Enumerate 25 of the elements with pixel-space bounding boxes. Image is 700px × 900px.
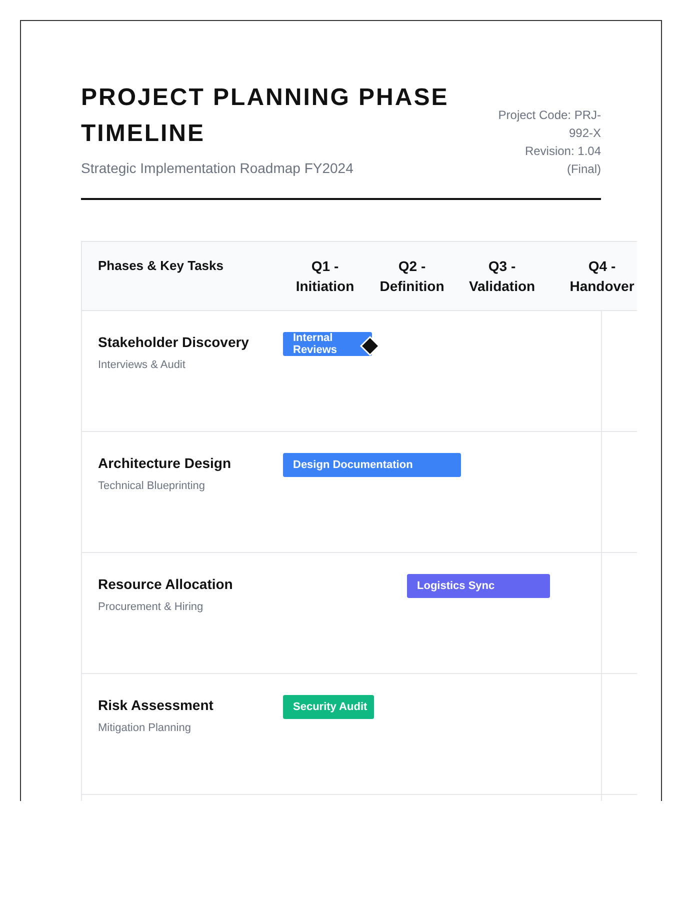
column-header: Q1 - Initiation xyxy=(294,257,356,296)
column-header: Q2 - Definition xyxy=(378,257,446,296)
task-bar xyxy=(283,453,461,477)
phase-description: Mitigation Planning xyxy=(98,721,191,735)
task-label: Security Audit xyxy=(293,701,368,713)
revision-text: Revision: 1.04 (Final) xyxy=(524,143,601,178)
phase-description: Interviews & Audit xyxy=(98,358,186,372)
column-header: Q4 - Handover xyxy=(568,257,636,296)
phase-description: Technical Blueprinting xyxy=(98,479,206,493)
project-code-text: Project Code: PRJ-992-X xyxy=(497,107,601,142)
column-header: Q3 - Validation xyxy=(468,257,536,296)
phase-title: Risk Assessment xyxy=(98,696,214,714)
phase-title: Resource Allocation xyxy=(98,575,233,593)
column-header: Phases & Key Tasks xyxy=(98,257,224,275)
phase-title: Architecture Design xyxy=(98,454,232,472)
task-label: Internal Reviews xyxy=(293,332,338,356)
task-label: Logistics Sync xyxy=(417,580,496,592)
phase-description: Procurement & Hiring xyxy=(98,600,204,614)
page-title: PROJECT PLANNING PHASE TIMELINE xyxy=(81,83,450,149)
task-bar xyxy=(283,695,374,719)
task-bar xyxy=(407,574,550,598)
task-label: Design Documentation xyxy=(293,459,414,471)
milestone-diamond xyxy=(360,336,380,356)
phase-title: Stakeholder Discovery xyxy=(98,333,249,351)
subtitle: Strategic Implementation Roadmap FY2024 xyxy=(81,159,354,177)
